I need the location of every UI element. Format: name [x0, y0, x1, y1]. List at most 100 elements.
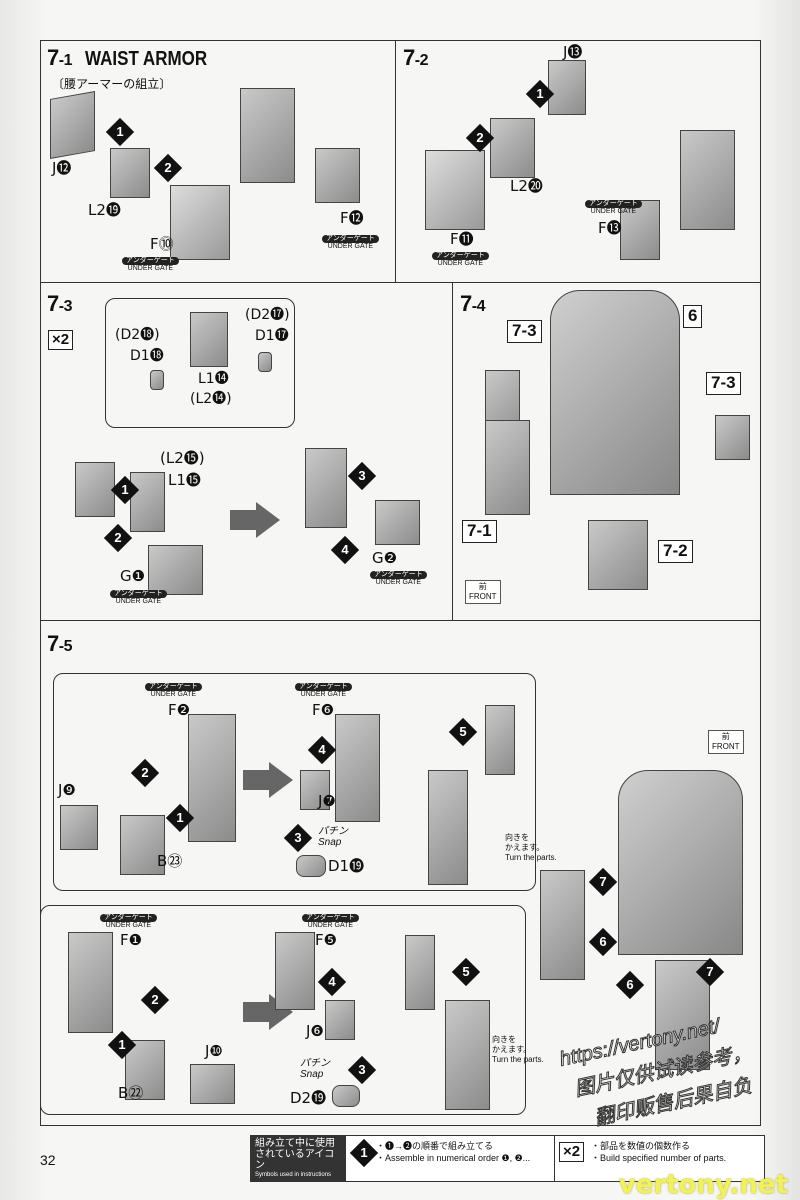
- part-label: F❷: [168, 701, 191, 719]
- part-drawing: [300, 770, 330, 810]
- watermark-site: vertony.net: [618, 1170, 788, 1200]
- part-drawing: [275, 932, 315, 1010]
- step-7-icon: 7: [695, 957, 725, 987]
- part-drawing: [148, 545, 203, 595]
- section-subtitle: 〔腰アーマーの組立〕: [52, 77, 172, 91]
- detail-callout: [105, 298, 295, 428]
- substep-box-bottom: [40, 905, 526, 1115]
- part-label: D1⓳: [328, 857, 365, 875]
- part-drawing: [445, 1000, 490, 1110]
- part-label: G❶: [120, 567, 146, 585]
- part-label: B㉒: [118, 1084, 144, 1102]
- ref-step-6: 6: [683, 305, 703, 328]
- step-1-icon: 1: [105, 117, 135, 147]
- part-drawing: [335, 714, 380, 822]
- part-drawing: [125, 1040, 165, 1100]
- part-drawing: [428, 770, 468, 885]
- part-drawing: [588, 520, 648, 590]
- part-label: (D2⓲): [115, 327, 160, 343]
- part-label: D1⓱: [255, 328, 289, 344]
- part-label: (L2⓯): [160, 449, 205, 467]
- part-label: (L2⓮): [190, 391, 232, 407]
- step-1-icon: 1: [525, 79, 555, 109]
- part-drawing: [188, 714, 236, 842]
- part-drawing: [130, 472, 165, 532]
- turn-parts-note: 向きを かえます。Turn the parts.: [492, 1035, 544, 1064]
- ref-step-7-2: 7-2: [658, 540, 693, 563]
- ref-step-7-1: 7-1: [462, 520, 497, 543]
- part-drawing: [120, 815, 165, 875]
- part-label: F⓭: [598, 219, 622, 237]
- arrow-icon: [230, 510, 256, 530]
- arrow-icon: [256, 502, 280, 538]
- step-1-icon: 1: [107, 1030, 137, 1060]
- part-drawing: [715, 415, 750, 460]
- ref-step-7-3: 7-3: [706, 372, 741, 395]
- part-drawing: [305, 448, 347, 528]
- step-2-icon: 2: [153, 153, 183, 183]
- part-drawing: [68, 932, 113, 1033]
- part-label: L2⓳: [88, 201, 121, 219]
- step-2-icon: 2: [465, 123, 495, 153]
- part-label: F❺: [315, 931, 338, 949]
- section-title: WAIST ARMOR: [85, 48, 208, 70]
- part-drawing: [240, 88, 295, 183]
- part-label: G❷: [372, 549, 398, 567]
- arrow-icon: [243, 770, 269, 790]
- step-6-icon: 6: [588, 927, 618, 957]
- part-label: (D2⓱): [245, 307, 290, 323]
- part-drawing: [540, 870, 585, 980]
- step-1-icon: 1: [110, 475, 140, 505]
- step-5-icon: 5: [451, 957, 481, 987]
- part-drawing: [170, 185, 230, 260]
- part-label: F⓾: [150, 235, 174, 253]
- ref-step-7-3: 7-3: [507, 320, 542, 343]
- step-2-icon: 2: [103, 523, 133, 553]
- part-label: B㉓: [157, 852, 183, 870]
- step-4-icon: 4: [330, 535, 360, 565]
- part-drawing: [60, 805, 98, 850]
- step-diamond-icon: 1: [349, 1138, 379, 1168]
- part-label: F❻: [312, 701, 335, 719]
- step-7-icon: 7: [588, 867, 618, 897]
- part-drawing: [425, 150, 485, 230]
- part-label: L1⓮: [198, 371, 229, 387]
- part-drawing: [485, 705, 515, 775]
- part-drawing: [485, 420, 530, 515]
- step-number: 7-3: [47, 291, 72, 316]
- substep-box-top: [53, 673, 536, 891]
- part-label: F⓬: [340, 209, 364, 227]
- panel-7-5: [40, 620, 761, 1126]
- part-drawing: [110, 148, 150, 198]
- part-drawing: [405, 935, 435, 1010]
- robot-body-drawing: [550, 290, 680, 495]
- step-4-icon: 4: [317, 967, 347, 997]
- step-3-icon: 3: [283, 823, 313, 853]
- step-3-icon: 3: [347, 1055, 377, 1085]
- legend-order: 1 ・❶→❷の順番で組み立てる・Assemble in numerical or…: [346, 1136, 554, 1181]
- multiplier-icon: ×2: [559, 1142, 585, 1162]
- step-number: 7-4: [460, 291, 485, 316]
- part-label: L1⓯: [168, 471, 201, 489]
- part-drawing: [490, 118, 535, 178]
- part-drawing: [296, 855, 326, 877]
- part-drawing: [190, 1064, 235, 1104]
- step-number: 7-5: [47, 631, 72, 656]
- part-label: L2⓴: [510, 177, 543, 195]
- part-label: J⓭: [563, 43, 583, 61]
